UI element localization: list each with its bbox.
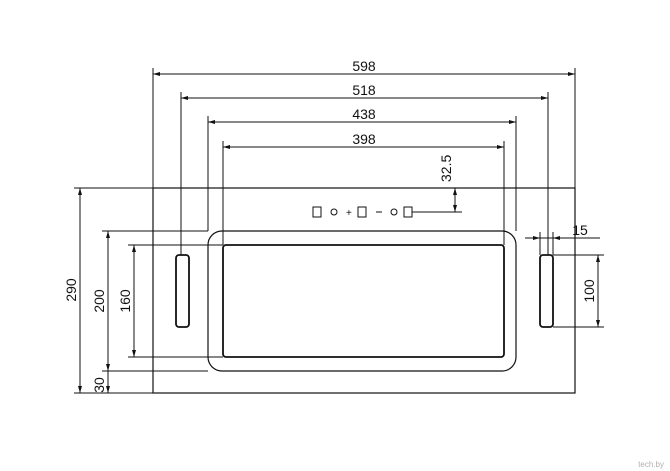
dim-label-598: 598 <box>352 58 376 74</box>
dimension-438: 438 <box>207 106 517 231</box>
dim-label-438: 438 <box>352 106 376 122</box>
dim-label-518: 518 <box>352 82 376 98</box>
control-button-4 <box>390 208 398 216</box>
dim-label-200: 200 <box>91 289 107 313</box>
dimension-15: 15 <box>525 222 600 255</box>
dim-label-160: 160 <box>117 289 133 313</box>
dim-label-30: 30 <box>91 377 107 393</box>
control-plus-icon: + <box>346 208 352 219</box>
control-button-3 <box>357 206 367 218</box>
dimension-518: 518 <box>180 82 549 255</box>
dimension-30: 30 <box>91 371 110 393</box>
control-button-2 <box>330 208 338 216</box>
watermark-text: tech.by <box>638 460 664 469</box>
filter-panel <box>222 244 505 358</box>
right-handle <box>539 254 554 328</box>
dim-label-398: 398 <box>352 131 376 147</box>
dimension-398: 398 <box>222 131 505 245</box>
outer-frame <box>152 187 576 394</box>
dimension-100: 100 <box>553 254 604 328</box>
dim-label-100: 100 <box>581 279 597 303</box>
control-button-1 <box>312 206 322 218</box>
inner-panel <box>207 230 517 372</box>
control-button-5 <box>403 206 413 218</box>
dim-label-32-5: 32.5 <box>438 155 454 182</box>
dim-label-290: 290 <box>63 278 79 302</box>
left-handle <box>175 254 190 328</box>
dimension-290: 290 <box>63 187 153 394</box>
dimension-200: 200 <box>91 230 208 372</box>
dimension-598: 598 <box>152 58 576 188</box>
dim-label-15: 15 <box>572 222 588 238</box>
dimension-32-5: 32.5 <box>412 155 462 213</box>
dimension-160: 160 <box>117 244 223 358</box>
